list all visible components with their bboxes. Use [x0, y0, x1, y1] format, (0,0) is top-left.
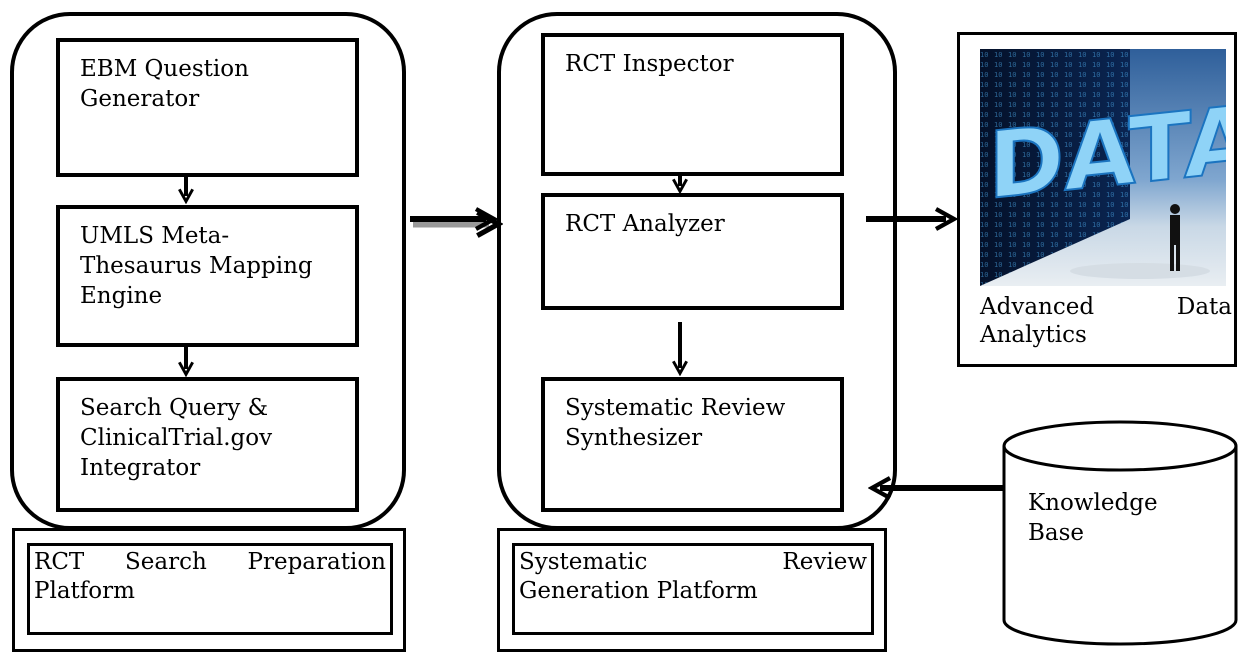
- rct-inspector-label: RCT Inspector: [565, 51, 734, 77]
- middle-platform-caption-frame: Systematic Review Generation Platform: [497, 528, 887, 652]
- rct-inspector-box[interactable]: RCT Inspector: [541, 33, 844, 176]
- knowledge-base-label[interactable]: Knowledge Base: [1028, 490, 1158, 546]
- middle-platform-caption-line2: Generation Platform: [519, 578, 758, 604]
- advanced-analytics-caption-line2: Analytics: [980, 322, 1087, 348]
- data-picture: 10 DATA: [980, 49, 1226, 286]
- middle-platform-caption-line1: Systematic Review: [519, 549, 867, 575]
- search-query-integrator-box[interactable]: Search Query & ClinicalTrial.gov Integra…: [56, 377, 359, 512]
- rct-analyzer-label: RCT Analyzer: [565, 211, 725, 237]
- ebm-question-generator-box[interactable]: EBM Question Generator: [56, 38, 359, 177]
- left-platform-caption-frame: RCT Search Preparation Platform: [12, 528, 406, 652]
- data-image-icon: 10 DATA: [980, 49, 1226, 286]
- middle-platform-caption: Systematic Review Generation Platform: [512, 543, 874, 635]
- umls-mapping-engine-box[interactable]: UMLS Meta- Thesaurus Mapping Engine: [56, 205, 359, 347]
- left-platform-caption-line2: Platform: [34, 578, 135, 604]
- left-platform-caption-line1: RCT Search Preparation: [34, 549, 386, 575]
- umls-mapping-engine-label: UMLS Meta- Thesaurus Mapping Engine: [80, 223, 313, 309]
- left-platform-caption: RCT Search Preparation Platform: [27, 543, 393, 635]
- systematic-review-synthesizer-label: Systematic Review Synthesizer: [565, 395, 786, 451]
- advanced-analytics-panel: 10 DATA Advanced Data Analytics: [957, 32, 1237, 367]
- ebm-question-generator-label: EBM Question Generator: [80, 56, 249, 112]
- systematic-review-synthesizer-box[interactable]: Systematic Review Synthesizer: [541, 377, 844, 512]
- search-query-integrator-label: Search Query & ClinicalTrial.gov Integra…: [80, 395, 273, 481]
- advanced-analytics-caption-line1: Advanced Data: [980, 294, 1232, 320]
- rct-analyzer-box[interactable]: RCT Analyzer: [541, 193, 844, 310]
- advanced-analytics-caption: Advanced Data Analytics: [980, 293, 1232, 349]
- knowledge-base-cylinder-icon: [1002, 420, 1238, 646]
